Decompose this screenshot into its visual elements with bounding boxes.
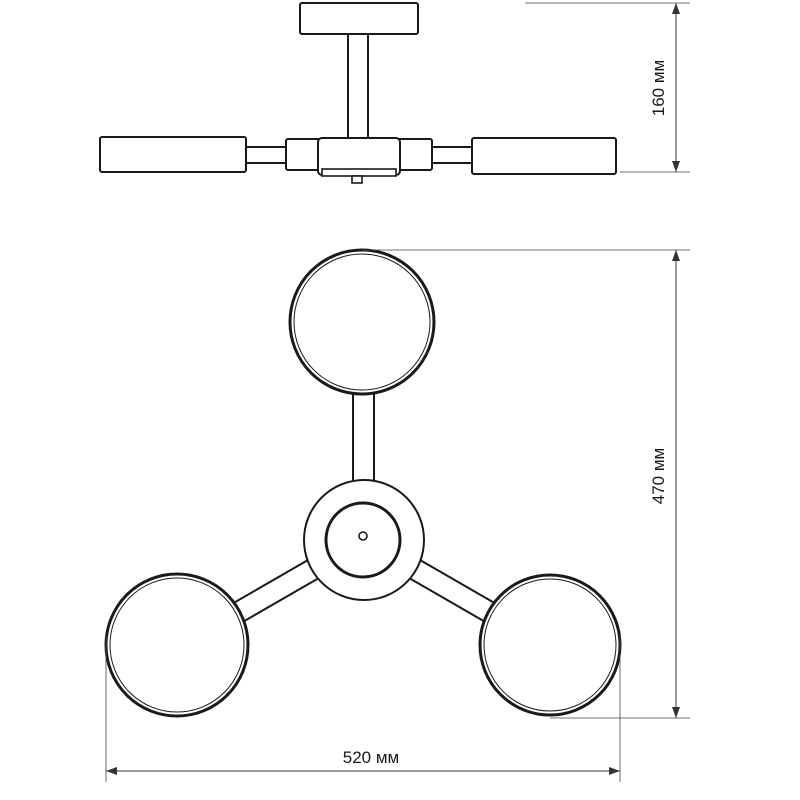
left-shade-side [99, 136, 247, 173]
hub-bottom-plate [321, 168, 397, 177]
top-view [104, 248, 622, 718]
vertical-stem [347, 33, 369, 139]
right-arm-side [427, 146, 479, 164]
dimension-height: 160 мм [525, 2, 690, 173]
width-label: 520 мм [343, 748, 399, 767]
hub-center-dot [358, 531, 368, 541]
height-label: 160 мм [649, 60, 668, 116]
right-shade-side [471, 137, 617, 175]
globe-right [478, 573, 622, 717]
globe-top [288, 248, 436, 396]
hub-screw [351, 175, 363, 184]
side-view [99, 2, 617, 184]
overall-height-label: 470 мм [649, 448, 668, 504]
ceiling-canopy [299, 2, 419, 35]
dimension-width: 520 мм [105, 635, 621, 782]
globe-left [104, 572, 250, 718]
